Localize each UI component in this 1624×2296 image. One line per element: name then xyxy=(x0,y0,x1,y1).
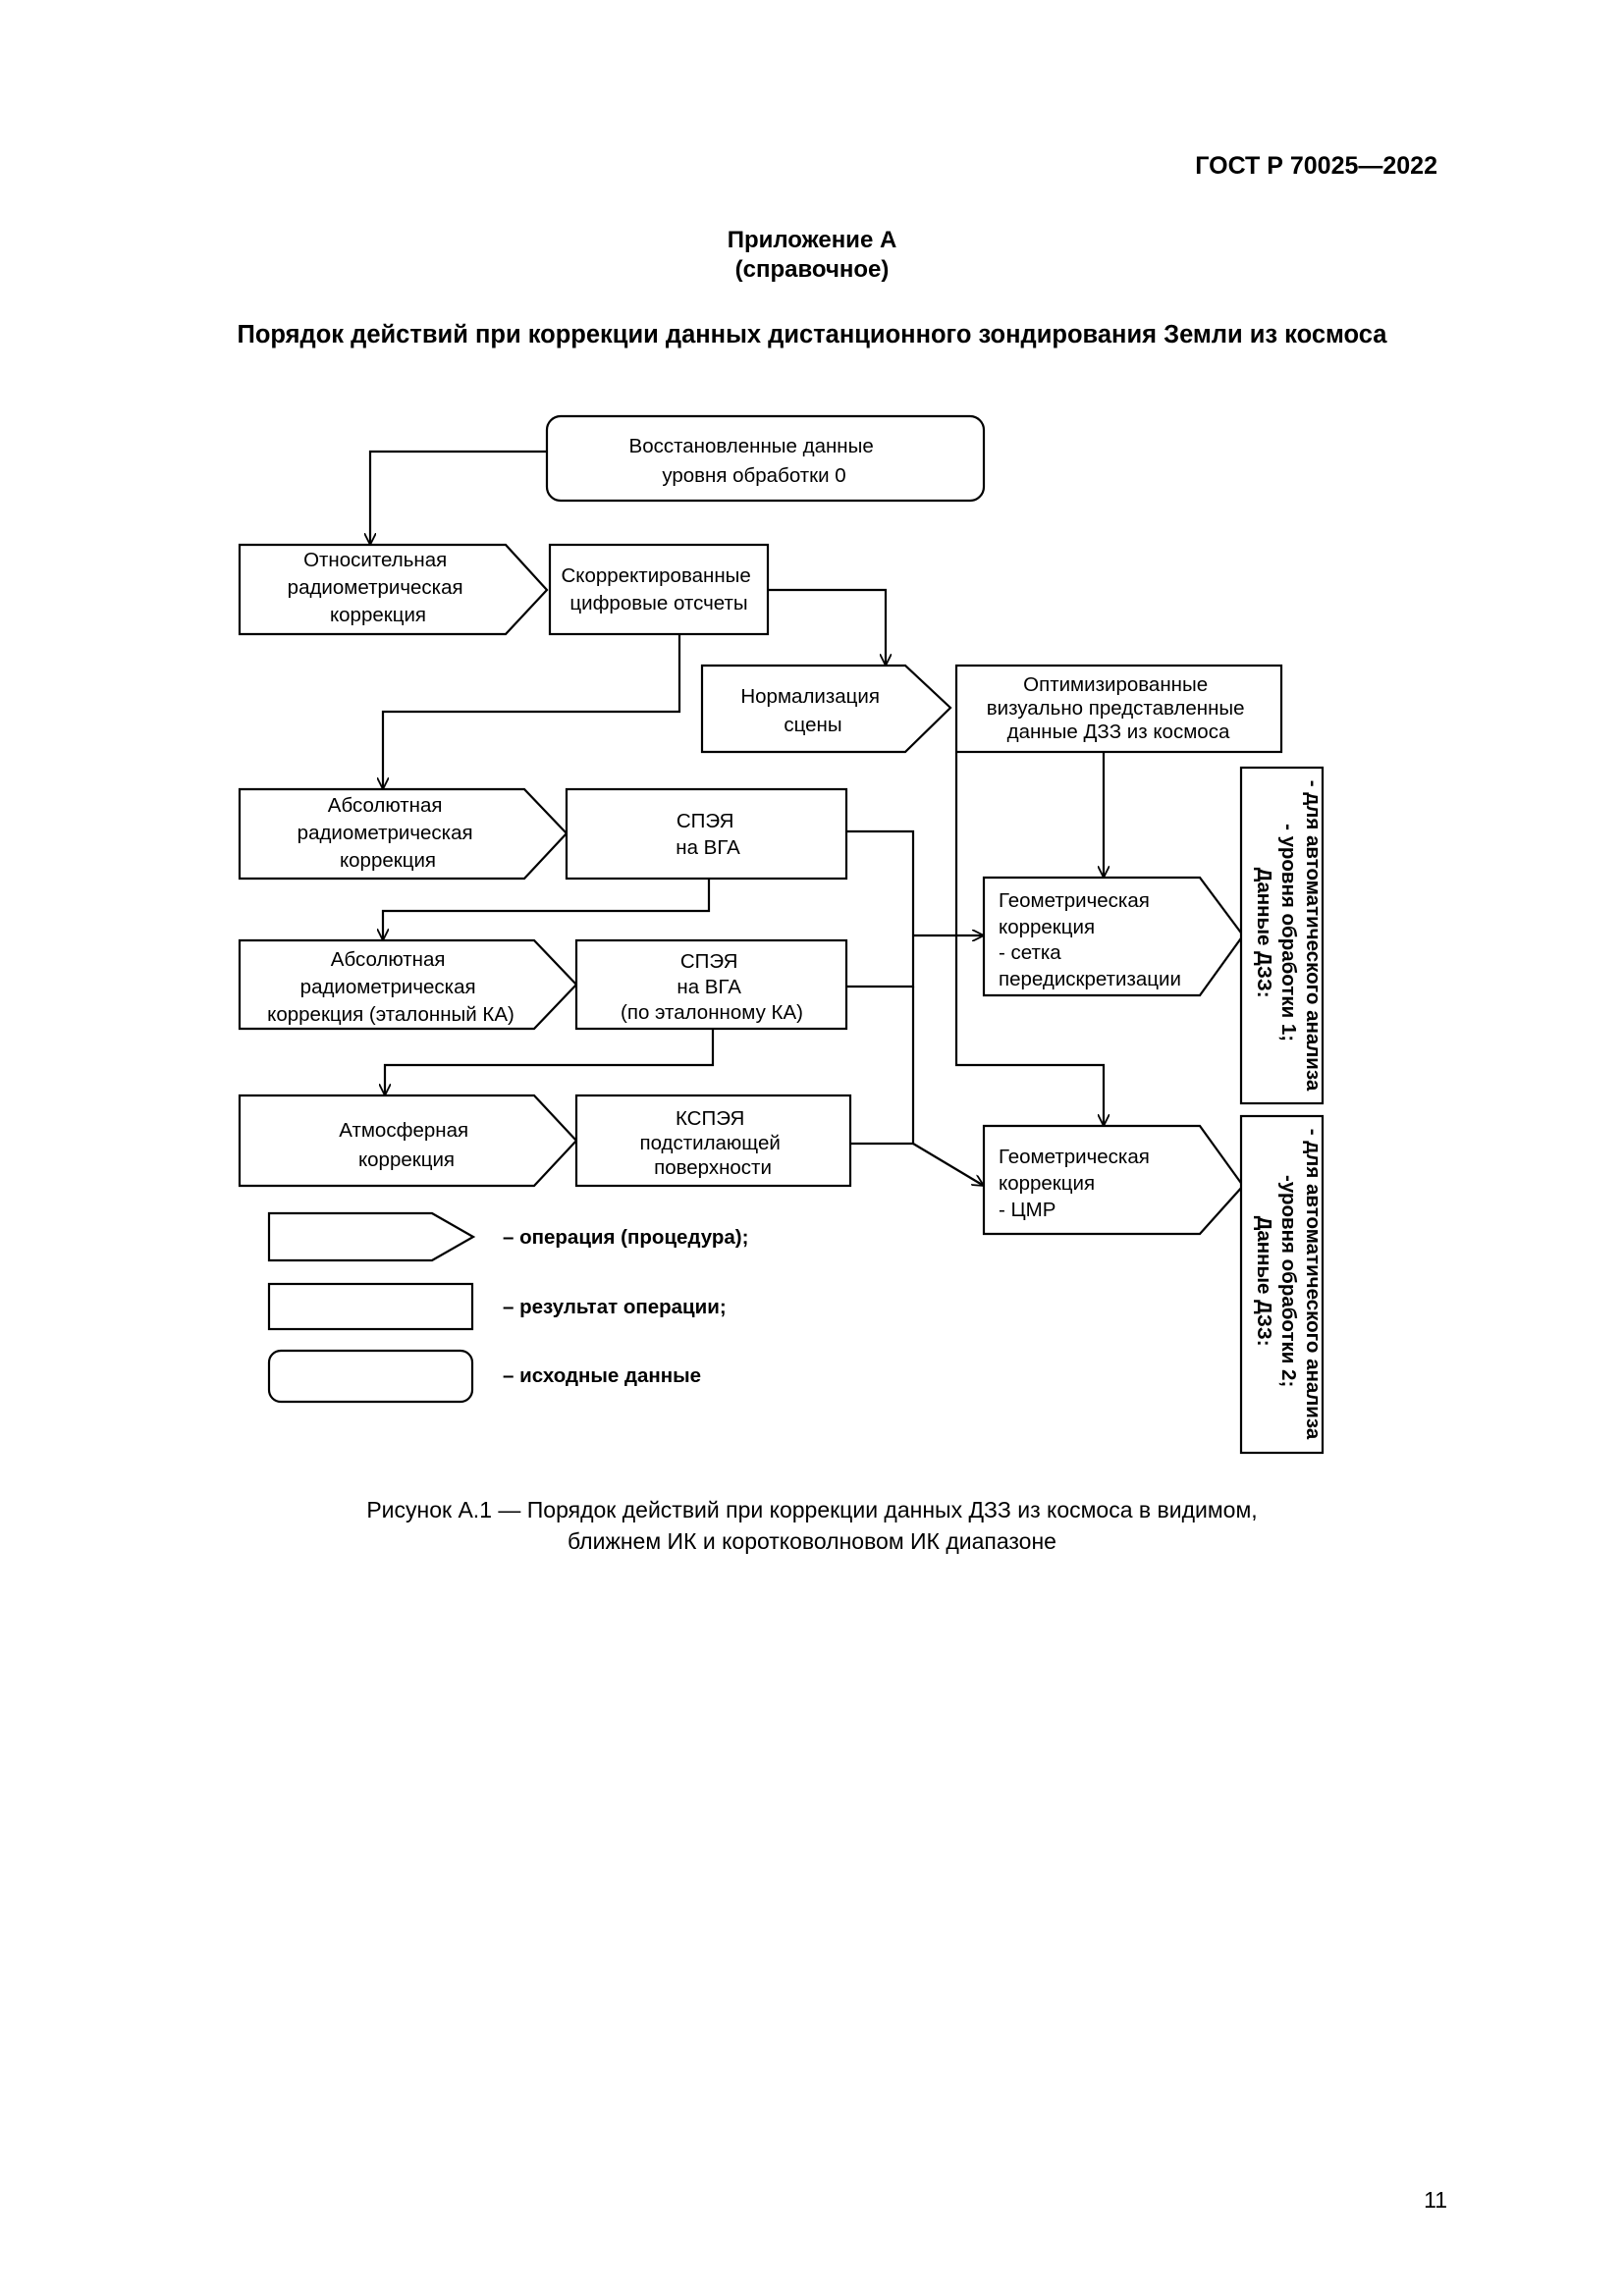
result-corrected-line1: Скорректированные xyxy=(562,564,751,587)
op-geometric-correction-dem xyxy=(982,1124,1245,1236)
source-data-line1: Восстановленные данные xyxy=(629,435,874,457)
result-spea-line1: СПЭЯ xyxy=(677,810,734,832)
legend-operation-shape xyxy=(267,1211,476,1262)
connector-bus-upper xyxy=(846,829,915,988)
figure-caption-line1: Рисунок А.1 — Порядок действий при корре… xyxy=(366,1497,1258,1522)
source-data-box xyxy=(545,414,986,503)
connectors xyxy=(370,450,1104,1186)
op-atmospheric-text: Атмосферная коррекция xyxy=(339,1119,474,1171)
page-number: 11 xyxy=(1424,2187,1447,2213)
connector-corrected-to-optimized xyxy=(768,588,886,666)
result-corrected-digital-counts xyxy=(548,543,770,636)
op-absolute-ref-line2: радиометрическая xyxy=(300,976,476,998)
connector-source-to-relative xyxy=(370,450,547,545)
output-level1-box xyxy=(1239,766,1325,1105)
output-level2-box xyxy=(1239,1114,1325,1455)
figure-caption-line2: ближнем ИК и коротковолновом ИК диапазон… xyxy=(568,1528,1056,1554)
op-absolute-line1: Абсолютная xyxy=(328,794,443,817)
op-relative-line1: Относительная xyxy=(303,549,447,571)
result-spea-ref-text: СПЭЯ на ВГА (по эталонному КА) xyxy=(621,950,803,1024)
result-corrected-text: Скорректированные цифровые отсчеты xyxy=(562,564,757,614)
result-kspea-text: КСПЭЯ подстилающей поверхности xyxy=(639,1107,785,1179)
result-spea-ref-line2: на ВГА xyxy=(677,976,741,998)
result-optimized-text: Оптимизированные визуально представленны… xyxy=(987,673,1250,743)
op-scene-normalization xyxy=(700,664,952,754)
output-level1-line2: - уровня обработки 1; xyxy=(1277,824,1300,1041)
figure-caption: Рисунок А.1 — Порядок действий при корре… xyxy=(0,1494,1624,1557)
result-spea-vga-ref xyxy=(574,938,848,1031)
appendix-type: (справочное) xyxy=(734,256,890,283)
result-spea-vga xyxy=(565,787,848,881)
op-geo-grid-line1: Геометрическая xyxy=(999,889,1150,912)
op-atmospheric-line2: коррекция xyxy=(358,1148,455,1171)
result-optimized-line3: данные ДЗЗ из космоса xyxy=(1007,721,1230,743)
op-geo-grid-line2: коррекция xyxy=(999,916,1095,938)
connector-bus-to-geo-dem xyxy=(912,1143,984,1186)
result-kspea-line2: подстилающей xyxy=(639,1132,780,1154)
result-spea-ref-line3: (по эталонному КА) xyxy=(621,1001,803,1024)
op-geometric-correction-grid xyxy=(982,876,1245,997)
op-geo-dem-text: Геометрическая коррекция - ЦМР xyxy=(999,1146,1156,1221)
standard-number: ГОСТ Р 70025—2022 xyxy=(1195,152,1437,180)
result-kspea-line3: поверхности xyxy=(654,1156,772,1179)
connector-optimized-to-geo-dem xyxy=(954,753,1104,1126)
output-level1-text: Данные ДЗЗ: - уровня обработки 1; - для … xyxy=(1253,780,1325,1092)
op-relative-line2: радиометрическая xyxy=(288,576,463,599)
op-geo-grid-line4: передискретизации xyxy=(999,968,1181,990)
op-normalization-text: Нормализация сцены xyxy=(740,685,885,736)
legend-operation-label: – операция (процедура); xyxy=(503,1226,748,1249)
result-optimized-visual-data xyxy=(954,664,1283,754)
output-level1-line1: Данные ДЗЗ: xyxy=(1253,868,1275,998)
op-relative-radiometric-correction xyxy=(238,543,549,636)
op-geo-grid-text: Геометрическая коррекция - сетка передис… xyxy=(999,889,1181,990)
document-title: Порядок действий при коррекции данных ди… xyxy=(237,321,1387,348)
op-absolute-ref-line3: коррекция (эталонный КА) xyxy=(267,1003,514,1026)
op-absolute-text: Абсолютная радиометрическая коррекция xyxy=(298,794,479,872)
result-spea-line2: на ВГА xyxy=(676,836,740,859)
connector-bus-lower xyxy=(850,987,915,1146)
connector-corrected-to-absolute xyxy=(383,634,681,789)
result-spea-ref-line1: СПЭЯ xyxy=(680,950,738,973)
source-data-line2: уровня обработки 0 xyxy=(662,464,845,487)
op-absolute-line3: коррекция xyxy=(340,849,436,872)
legend-result-shape xyxy=(267,1282,474,1331)
connector-spea-to-absolute-ref xyxy=(383,879,711,940)
legend-result-label: – результат операции; xyxy=(503,1296,727,1318)
legend-source-label: – исходные данные xyxy=(503,1364,701,1387)
op-absolute-line2: радиометрическая xyxy=(298,822,473,844)
legend-source-shape xyxy=(267,1349,474,1404)
op-absolute-ref-text: Абсолютная радиометрическая коррекция (э… xyxy=(267,948,514,1026)
result-spea-text: СПЭЯ на ВГА xyxy=(676,810,740,859)
result-kspea-line1: КСПЭЯ xyxy=(676,1107,744,1130)
appendix-heading: Приложение А (справочное) xyxy=(0,226,1624,285)
op-geo-dem-line3: - ЦМР xyxy=(999,1199,1056,1221)
result-optimized-line1: Оптимизированные xyxy=(1023,673,1208,696)
output-level2-text: Данные ДЗЗ: -уровня обработки 2; - для а… xyxy=(1253,1129,1325,1440)
output-level2-line2: -уровня обработки 2; xyxy=(1277,1175,1300,1387)
output-level1-line3: - для автоматического анализа xyxy=(1302,780,1325,1092)
op-atmospheric-line1: Атмосферная xyxy=(339,1119,468,1142)
op-absolute-radiometric-correction xyxy=(238,787,568,881)
result-corrected-line2: цифровые отсчеты xyxy=(569,592,747,614)
op-geo-grid-line3: - сетка xyxy=(999,941,1061,964)
op-geo-dem-line2: коррекция xyxy=(999,1172,1095,1195)
op-absolute-ref-line1: Абсолютная xyxy=(331,948,446,971)
output-level2-line1: Данные ДЗЗ: xyxy=(1253,1216,1275,1347)
output-level2-line3: - для автоматического анализа xyxy=(1302,1129,1325,1440)
result-optimized-line2: визуально представленные xyxy=(987,697,1245,720)
op-relative-text: Относительная радиометрическая коррекция xyxy=(288,549,469,626)
op-geo-dem-line1: Геометрическая xyxy=(999,1146,1150,1168)
op-normalization-line2: сцены xyxy=(784,714,841,736)
op-relative-line3: коррекция xyxy=(330,604,426,626)
appendix-label: Приложение А xyxy=(727,227,897,253)
connector-spea-ref-to-atmospheric xyxy=(385,1029,715,1095)
op-normalization-line1: Нормализация xyxy=(740,685,880,708)
result-kspea-surface xyxy=(574,1094,852,1188)
op-absolute-radiometric-correction-ref xyxy=(238,938,578,1031)
op-atmospheric-correction xyxy=(238,1094,578,1188)
source-data-text: Восстановленные данные уровня обработки … xyxy=(629,435,880,487)
